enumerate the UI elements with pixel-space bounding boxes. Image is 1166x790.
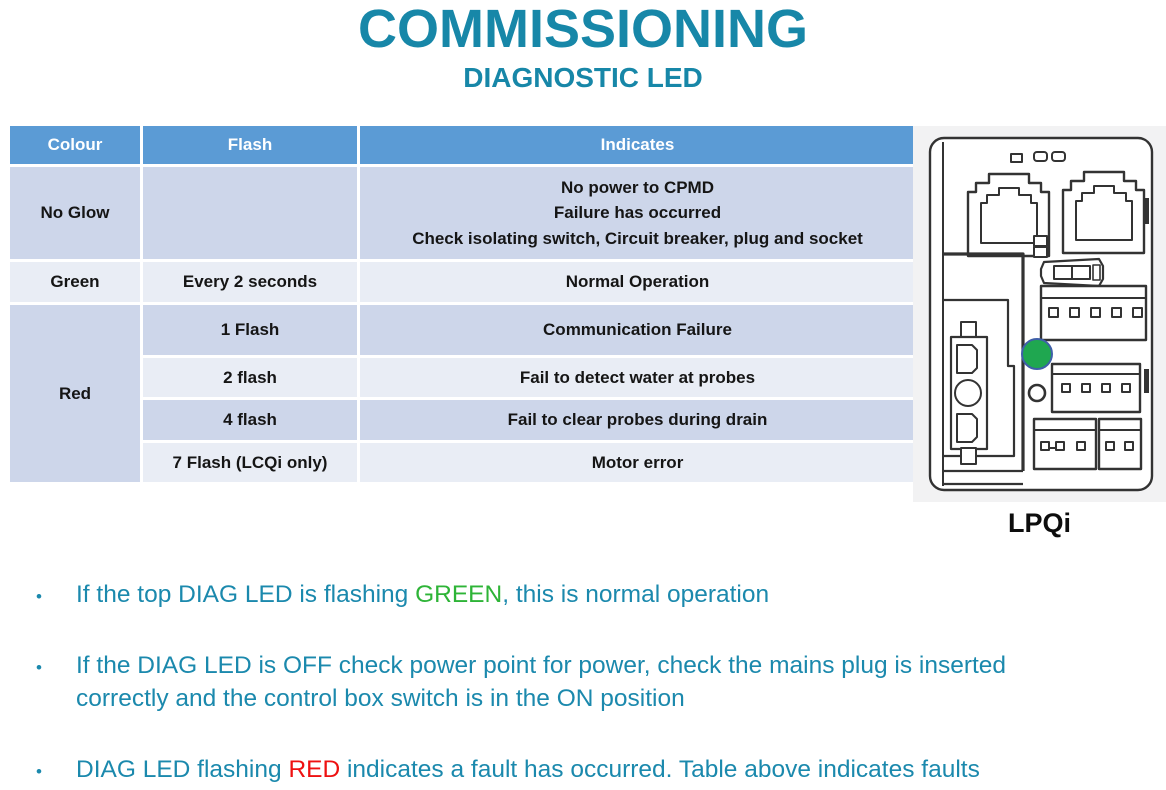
bullet-text: DIAG LED flashing RED indicates a fault …	[76, 753, 980, 787]
bullet-icon: •	[36, 761, 42, 781]
bullet-segment-red: RED	[288, 755, 341, 783]
page-subtitle: DIAGNOSTIC LED	[463, 62, 703, 93]
bullet-text: If the top DIAG LED is flashing GREEN, t…	[76, 578, 769, 612]
cell-indicates-4: Fail to clear probes during drain	[360, 400, 915, 440]
diag-led	[1021, 338, 1053, 370]
bullet-list: • If the top DIAG LED is flashing GREEN,…	[28, 578, 1143, 790]
diagnostic-led-table: Colour Flash Indicates No Glow No power …	[7, 123, 918, 485]
table-row: No Glow No power to CPMD Failure has occ…	[10, 167, 915, 259]
cell-flash-green: Every 2 seconds	[143, 262, 357, 302]
bullet-segment: If the top DIAG LED is flashing	[76, 581, 416, 608]
cell-colour-red: Red	[10, 304, 140, 482]
bullet-icon: •	[36, 657, 42, 677]
bullet-segment-green: GREEN	[415, 581, 503, 608]
cell-flash-1: 1 Flash	[143, 304, 357, 355]
switch	[1039, 257, 1105, 288]
cell-indicates-1: Communication Failure	[360, 304, 915, 355]
lpqi-board-diagram	[928, 136, 1154, 492]
cell-indicates-green: Normal Operation	[360, 262, 915, 302]
cell-indicates-no-glow: No power to CPMD Failure has occurred Ch…	[360, 167, 915, 259]
jumper-block	[1033, 235, 1048, 258]
page-title: COMMISSIONING	[357, 0, 808, 59]
figure-caption: LPQi	[1007, 508, 1071, 538]
terminal-block-bottom-left	[1032, 417, 1098, 471]
cell-colour-no-glow: No Glow	[10, 167, 140, 259]
small-led	[1027, 383, 1047, 403]
table-row: 7 Flash (LCQi only) Motor error	[10, 442, 915, 482]
rj-socket-right	[1061, 170, 1146, 255]
list-item: • DIAG LED flashing RED indicates a faul…	[28, 753, 1143, 787]
cell-flash-4: 4 flash	[143, 400, 357, 440]
bullet-segment: DIAG LED flashing	[76, 755, 289, 783]
table-row: Red 1 Flash Communication Failure	[10, 304, 915, 482]
rj-socket-left	[966, 172, 1051, 258]
bullet-segment: If the DIAG LED is OFF check power point…	[76, 651, 1007, 713]
indicates-line: Check isolating switch, Circuit breaker,…	[412, 228, 863, 248]
left-connector	[949, 321, 989, 465]
lpqi-board-figure	[913, 126, 1166, 502]
terminal-block-top	[1039, 284, 1148, 342]
bullet-segment: , this is normal operation	[502, 581, 770, 608]
bullet-icon: •	[36, 587, 42, 606]
cell-indicates-7: Motor error	[360, 442, 915, 482]
list-item: • If the top DIAG LED is flashing GREEN,…	[28, 578, 1143, 612]
indicates-line: Failure has occurred	[553, 203, 722, 223]
terminal-block-bottom-right	[1097, 417, 1143, 471]
header-colour: Colour	[10, 126, 140, 164]
cell-flash-2: 2 flash	[143, 357, 357, 397]
cell-indicates-2: Fail to detect water at probes	[360, 357, 915, 397]
bullet-segment: indicates a fault has occurred. Table ab…	[340, 755, 980, 783]
table-row: Green Every 2 seconds Normal Operation	[10, 262, 915, 302]
table-row: 2 flash Fail to detect water at probes	[10, 357, 915, 397]
table-row: 4 flash Fail to clear probes during drai…	[10, 400, 915, 440]
cell-colour-green: Green	[10, 262, 140, 302]
cell-flash-no-glow	[143, 167, 357, 259]
header-indicates: Indicates	[360, 126, 915, 164]
cell-flash-7: 7 Flash (LCQi only)	[143, 442, 357, 482]
terminal-block-middle	[1050, 362, 1142, 414]
table-header-row: Colour Flash Indicates	[10, 126, 915, 164]
bullet-text: If the DIAG LED is OFF check power point…	[76, 649, 1061, 716]
indicates-line: No power to CPMD	[561, 177, 714, 197]
header-flash: Flash	[143, 126, 357, 164]
list-item: • If the DIAG LED is OFF check power poi…	[28, 649, 1143, 716]
